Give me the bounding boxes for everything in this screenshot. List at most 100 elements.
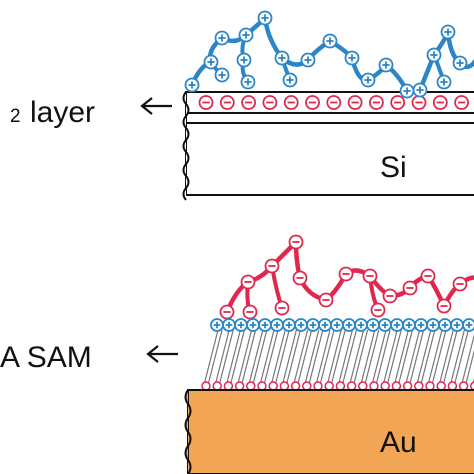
sam-anchor: [346, 381, 357, 391]
sam-head-positive-charge: [366, 318, 380, 332]
polymer-negative-charge: [402, 280, 418, 296]
top-arrow-icon: [140, 97, 172, 115]
sam-chain: [285, 329, 301, 386]
polymer-positive-charge: [214, 67, 230, 83]
sam-head-positive-charge: [306, 318, 320, 332]
sam-chain: [315, 329, 331, 386]
sam-chain: [364, 329, 380, 386]
top-polymer-charges: [184, 10, 468, 99]
bottom-arrow-icon: [146, 345, 178, 363]
top-panel: 2 layer Si: [10, 10, 474, 201]
sam-chain: [341, 329, 357, 386]
polymer-negative-charge: [370, 302, 386, 318]
polymer-positive-charge: [214, 30, 230, 46]
sam-head-positive-charge: [426, 318, 440, 332]
sam-chain: [330, 329, 346, 386]
sam-chain: [465, 349, 474, 386]
sam-chain: [297, 329, 313, 386]
sam-head-positive-charge: [390, 318, 404, 332]
sam-chain: [438, 329, 454, 386]
sam-chain: [353, 329, 369, 386]
top-label-text: layer: [30, 96, 95, 129]
polymer-negative-charge: [362, 268, 378, 284]
sam-chain: [259, 329, 275, 386]
sam-anchor: [436, 381, 446, 391]
surface-negative-charge: [411, 95, 427, 110]
sam-chain: [449, 329, 465, 386]
sam-head-positive-charge: [270, 318, 284, 332]
polymer-positive-charge: [452, 55, 468, 71]
sam-chain: [461, 333, 474, 386]
sam-anchor: [335, 381, 346, 391]
polymer-negative-charge: [264, 258, 280, 274]
sam-head-positive-charge: [414, 318, 428, 332]
polymer-positive-charge: [344, 50, 360, 66]
polymer-positive-charge: [322, 33, 338, 49]
surface-negative-charge: [432, 95, 448, 110]
polymer-negative-charge: [219, 304, 235, 320]
polymer-positive-charge: [436, 74, 452, 90]
polymer-positive-charge: [412, 82, 428, 98]
polymer-negative-charge: [292, 270, 308, 286]
sam-chain: [393, 329, 409, 386]
polymer-negative-charge: [420, 268, 436, 284]
sam-anchor: [324, 381, 334, 391]
polymer-positive-charge: [440, 24, 456, 40]
sam-chain: [248, 329, 264, 386]
polymer-positive-charge: [282, 72, 298, 88]
sam-chain: [225, 329, 241, 386]
sam-chain: [281, 329, 297, 386]
sam-anchor: [414, 381, 424, 391]
polymer-negative-charge: [452, 276, 468, 292]
sam-chain: [203, 329, 219, 386]
polymer-positive-charge: [300, 52, 316, 68]
sam-head-positive-charge: [378, 318, 392, 332]
sam-chain: [241, 329, 257, 386]
sam-chain: [416, 329, 432, 386]
sam-chain: [375, 329, 391, 386]
surface-negative-charge: [368, 95, 384, 110]
polymer-negative-charge: [274, 300, 290, 316]
polymer-negative-charge: [338, 266, 354, 282]
surface-negative-charge: [326, 95, 342, 110]
sam-head-positive-charge: [234, 318, 248, 332]
sam-molecules: [201, 329, 474, 391]
sam-head-positive-charge: [342, 318, 356, 332]
sam-chain: [442, 329, 458, 386]
polymer-positive-charge: [378, 57, 394, 73]
top-break-edge: [182, 91, 190, 201]
sam-anchor: [212, 381, 222, 391]
sam-head-positive-charge: [246, 318, 260, 332]
sam-chain: [420, 329, 436, 386]
sam-chain: [304, 329, 320, 386]
sam-chain: [263, 329, 279, 386]
surface-negative-charge: [241, 95, 257, 110]
surface-negative-charge: [305, 95, 320, 110]
sam-head-positive-charge: [210, 318, 224, 332]
au-label: Au: [380, 426, 417, 459]
sam-head-positive-charge: [402, 318, 416, 332]
surface-negative-charge: [390, 95, 406, 110]
sam-head-positive-charge: [222, 318, 236, 332]
surface-negative-charge: [219, 95, 235, 110]
sam-anchor: [391, 381, 402, 391]
sam-anchor: [358, 381, 368, 391]
sam-chain: [237, 329, 253, 386]
sam-head-positive-charge: [258, 318, 272, 332]
sam-anchor: [201, 381, 211, 391]
sam-anchor: [257, 381, 267, 391]
sam-chain: [453, 329, 469, 386]
polymer-positive-charge: [274, 50, 290, 66]
sam-anchor: [458, 381, 469, 391]
sam-chain: [431, 329, 447, 386]
sam-head-positive-charge: [354, 318, 368, 332]
polymer-positive-charge: [240, 74, 256, 90]
sam-chain: [405, 329, 421, 386]
polymer-positive-charge: [238, 27, 254, 43]
bottom-label-text: A SAM: [0, 341, 92, 374]
polymer-positive-charge: [399, 83, 415, 99]
polymer-negative-charge: [242, 304, 258, 320]
sam-head-positive-charge: [318, 318, 332, 332]
bottom-break-edge: [184, 389, 192, 474]
